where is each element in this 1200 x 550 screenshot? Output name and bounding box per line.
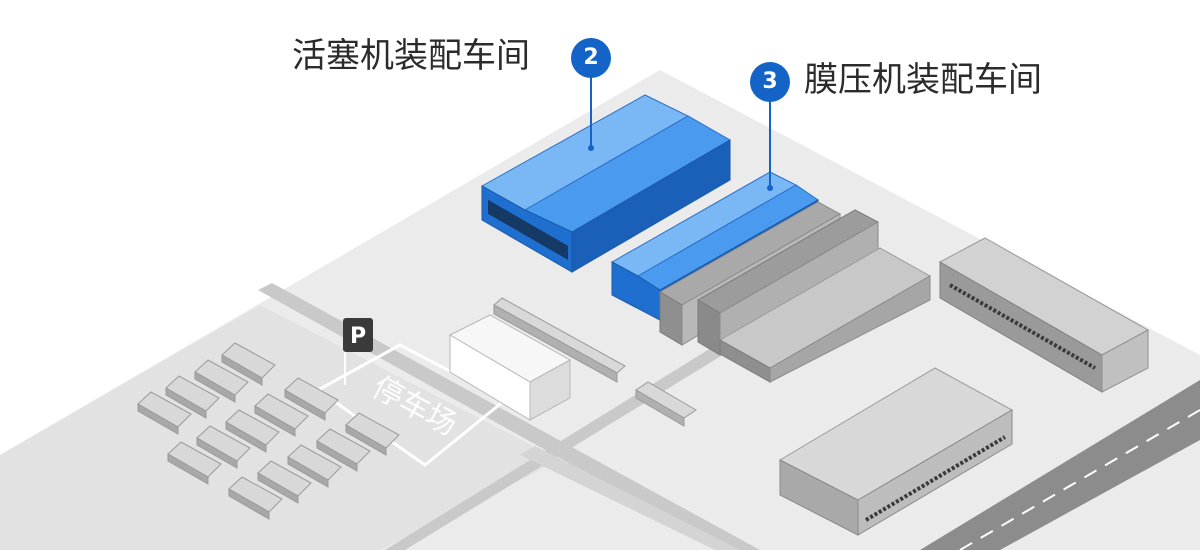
house <box>165 375 220 419</box>
right-warehouse <box>938 237 1150 393</box>
house <box>194 359 249 403</box>
callout-badge-2: 2 <box>571 38 611 78</box>
parking-sign-letter: P <box>350 324 366 349</box>
house <box>284 377 339 421</box>
house <box>167 441 222 485</box>
house <box>228 476 283 520</box>
callout-label-piston: 活塞机装配车间 <box>292 36 530 76</box>
long-shed <box>493 297 626 383</box>
gray-factory-row <box>659 201 932 383</box>
small-houses <box>137 342 400 520</box>
roads <box>258 283 760 550</box>
callout-label-membrane: 膜压机装配车间 <box>804 60 1042 100</box>
small-low-building <box>635 381 697 427</box>
parking-sign-icon <box>343 318 373 352</box>
piston-assembly-workshop <box>480 94 732 273</box>
house <box>254 393 309 437</box>
highway <box>920 380 1200 550</box>
office-building <box>448 314 572 421</box>
house <box>316 428 371 472</box>
house <box>196 425 251 469</box>
callout-leaders <box>588 75 773 191</box>
house <box>287 444 342 488</box>
house <box>345 412 400 456</box>
house <box>257 460 312 504</box>
house <box>225 409 280 453</box>
callout-badge-3: 3 <box>750 62 790 102</box>
house <box>137 391 192 435</box>
bottom-warehouse <box>778 367 1014 536</box>
house <box>221 342 276 386</box>
